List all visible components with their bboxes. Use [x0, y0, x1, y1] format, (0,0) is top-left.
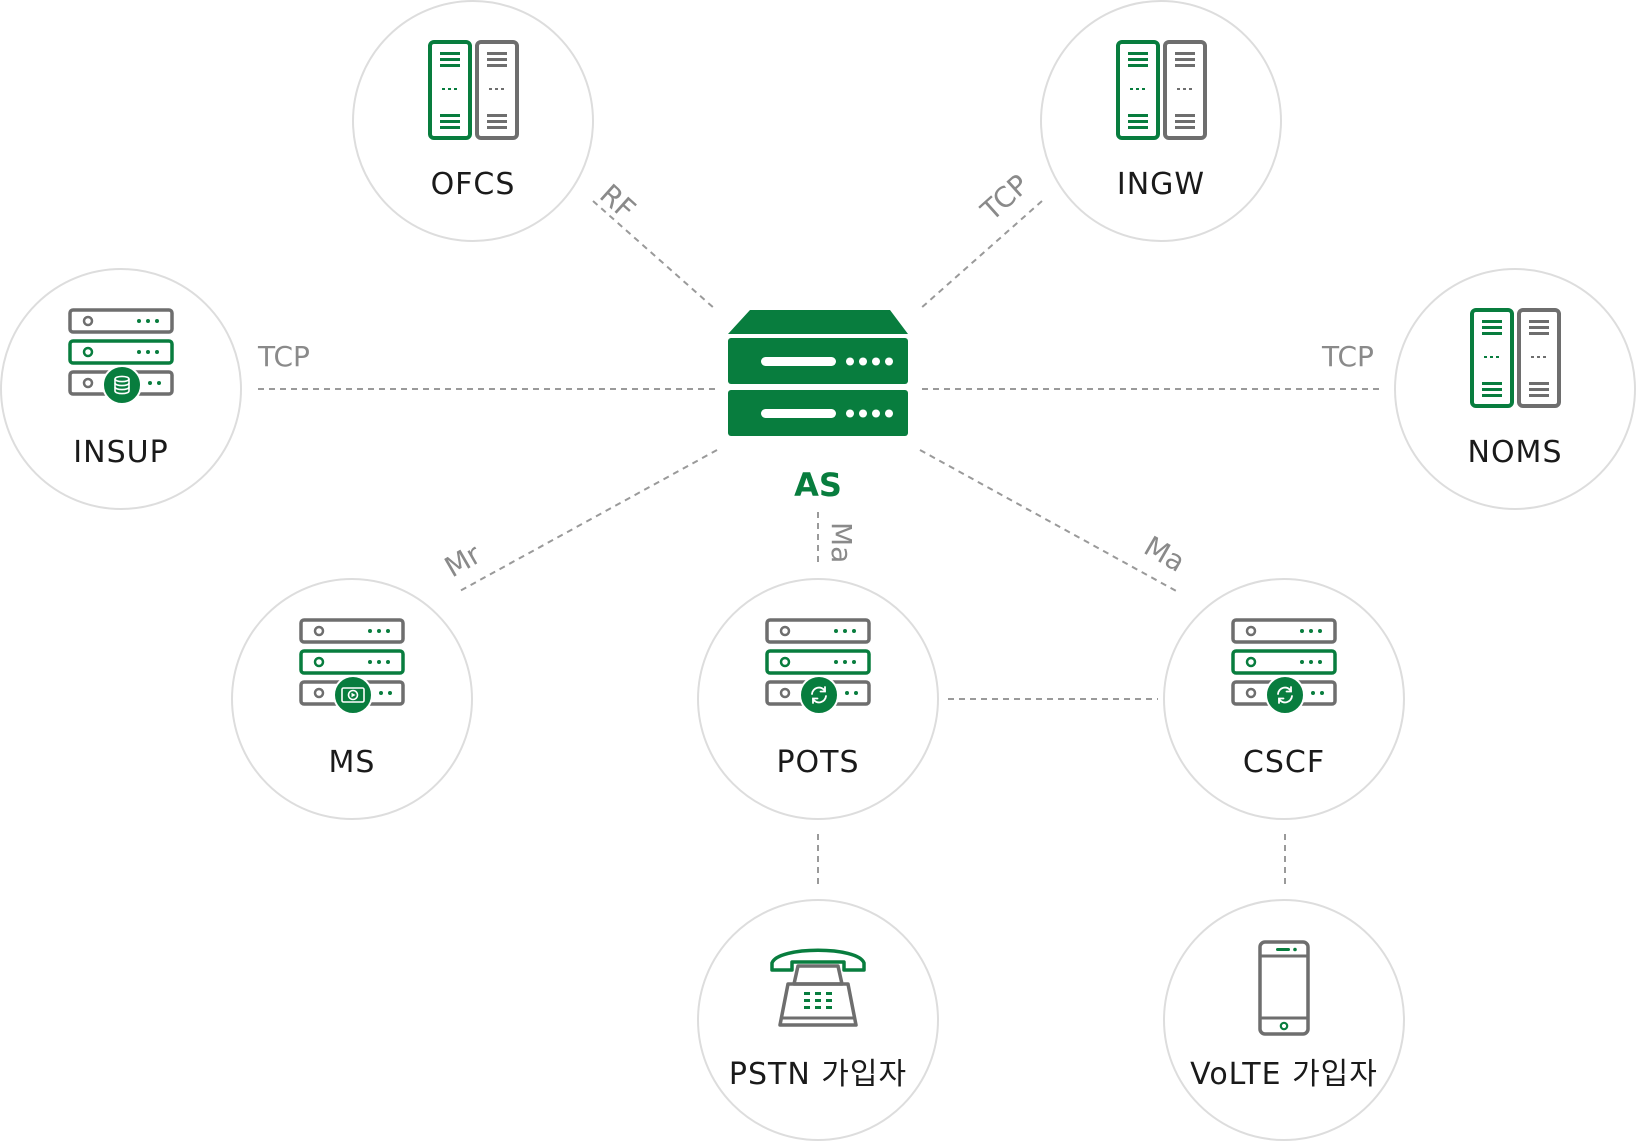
- node-volte: VoLTE 가입자: [1163, 899, 1405, 1141]
- node-label: CSCF: [1243, 745, 1325, 780]
- link-label-rf: RF: [593, 178, 642, 226]
- smartphone-icon: [1258, 940, 1310, 1036]
- node-label: MS: [329, 745, 376, 780]
- node-noms: NOMS: [1394, 268, 1636, 510]
- link-line-cscf: [919, 449, 1179, 593]
- telephone-icon: [770, 948, 866, 1027]
- hub-label: AS: [794, 466, 842, 504]
- link-label-ma-cscf: Ma: [1139, 529, 1191, 578]
- server-appliance-icon: [728, 310, 908, 436]
- node-label: POTS: [776, 745, 859, 780]
- node-ring: [1394, 268, 1636, 510]
- node-label: INSUP: [73, 435, 168, 470]
- node-label: INGW: [1117, 167, 1205, 202]
- node-ring: [697, 899, 939, 1141]
- node-ms: MS: [231, 578, 473, 820]
- node-ofcs: OFCS: [352, 0, 594, 242]
- connections: [258, 200, 1380, 888]
- link-label-mr: Mr: [439, 537, 487, 584]
- node-label: VoLTE 가입자: [1190, 1057, 1378, 1092]
- node-label: PSTN 가입자: [729, 1057, 907, 1092]
- link-line-ms: [457, 449, 718, 593]
- link-label-tcp-ingw: TCP: [974, 168, 1035, 228]
- link-label-ma-pots: Ma: [825, 522, 858, 563]
- node-ingw: INGW: [1040, 0, 1282, 242]
- node-insup: INSUP: [0, 268, 242, 510]
- link-line-ofcs: [592, 200, 716, 310]
- node-pstn: PSTN 가입자: [697, 899, 939, 1141]
- node-ring: [1040, 0, 1282, 242]
- hub-as: AS: [728, 310, 908, 504]
- link-label-tcp-insup: TCP: [257, 340, 310, 373]
- node-ring: [352, 0, 594, 242]
- node-label: OFCS: [431, 167, 516, 202]
- node-cscf: CSCF: [1163, 578, 1405, 820]
- node-ring: [1163, 899, 1405, 1141]
- node-label: NOMS: [1468, 435, 1563, 470]
- link-line-ingw: [919, 200, 1043, 310]
- link-label-tcp-noms: TCP: [1321, 340, 1374, 373]
- node-pots: POTS: [697, 578, 939, 820]
